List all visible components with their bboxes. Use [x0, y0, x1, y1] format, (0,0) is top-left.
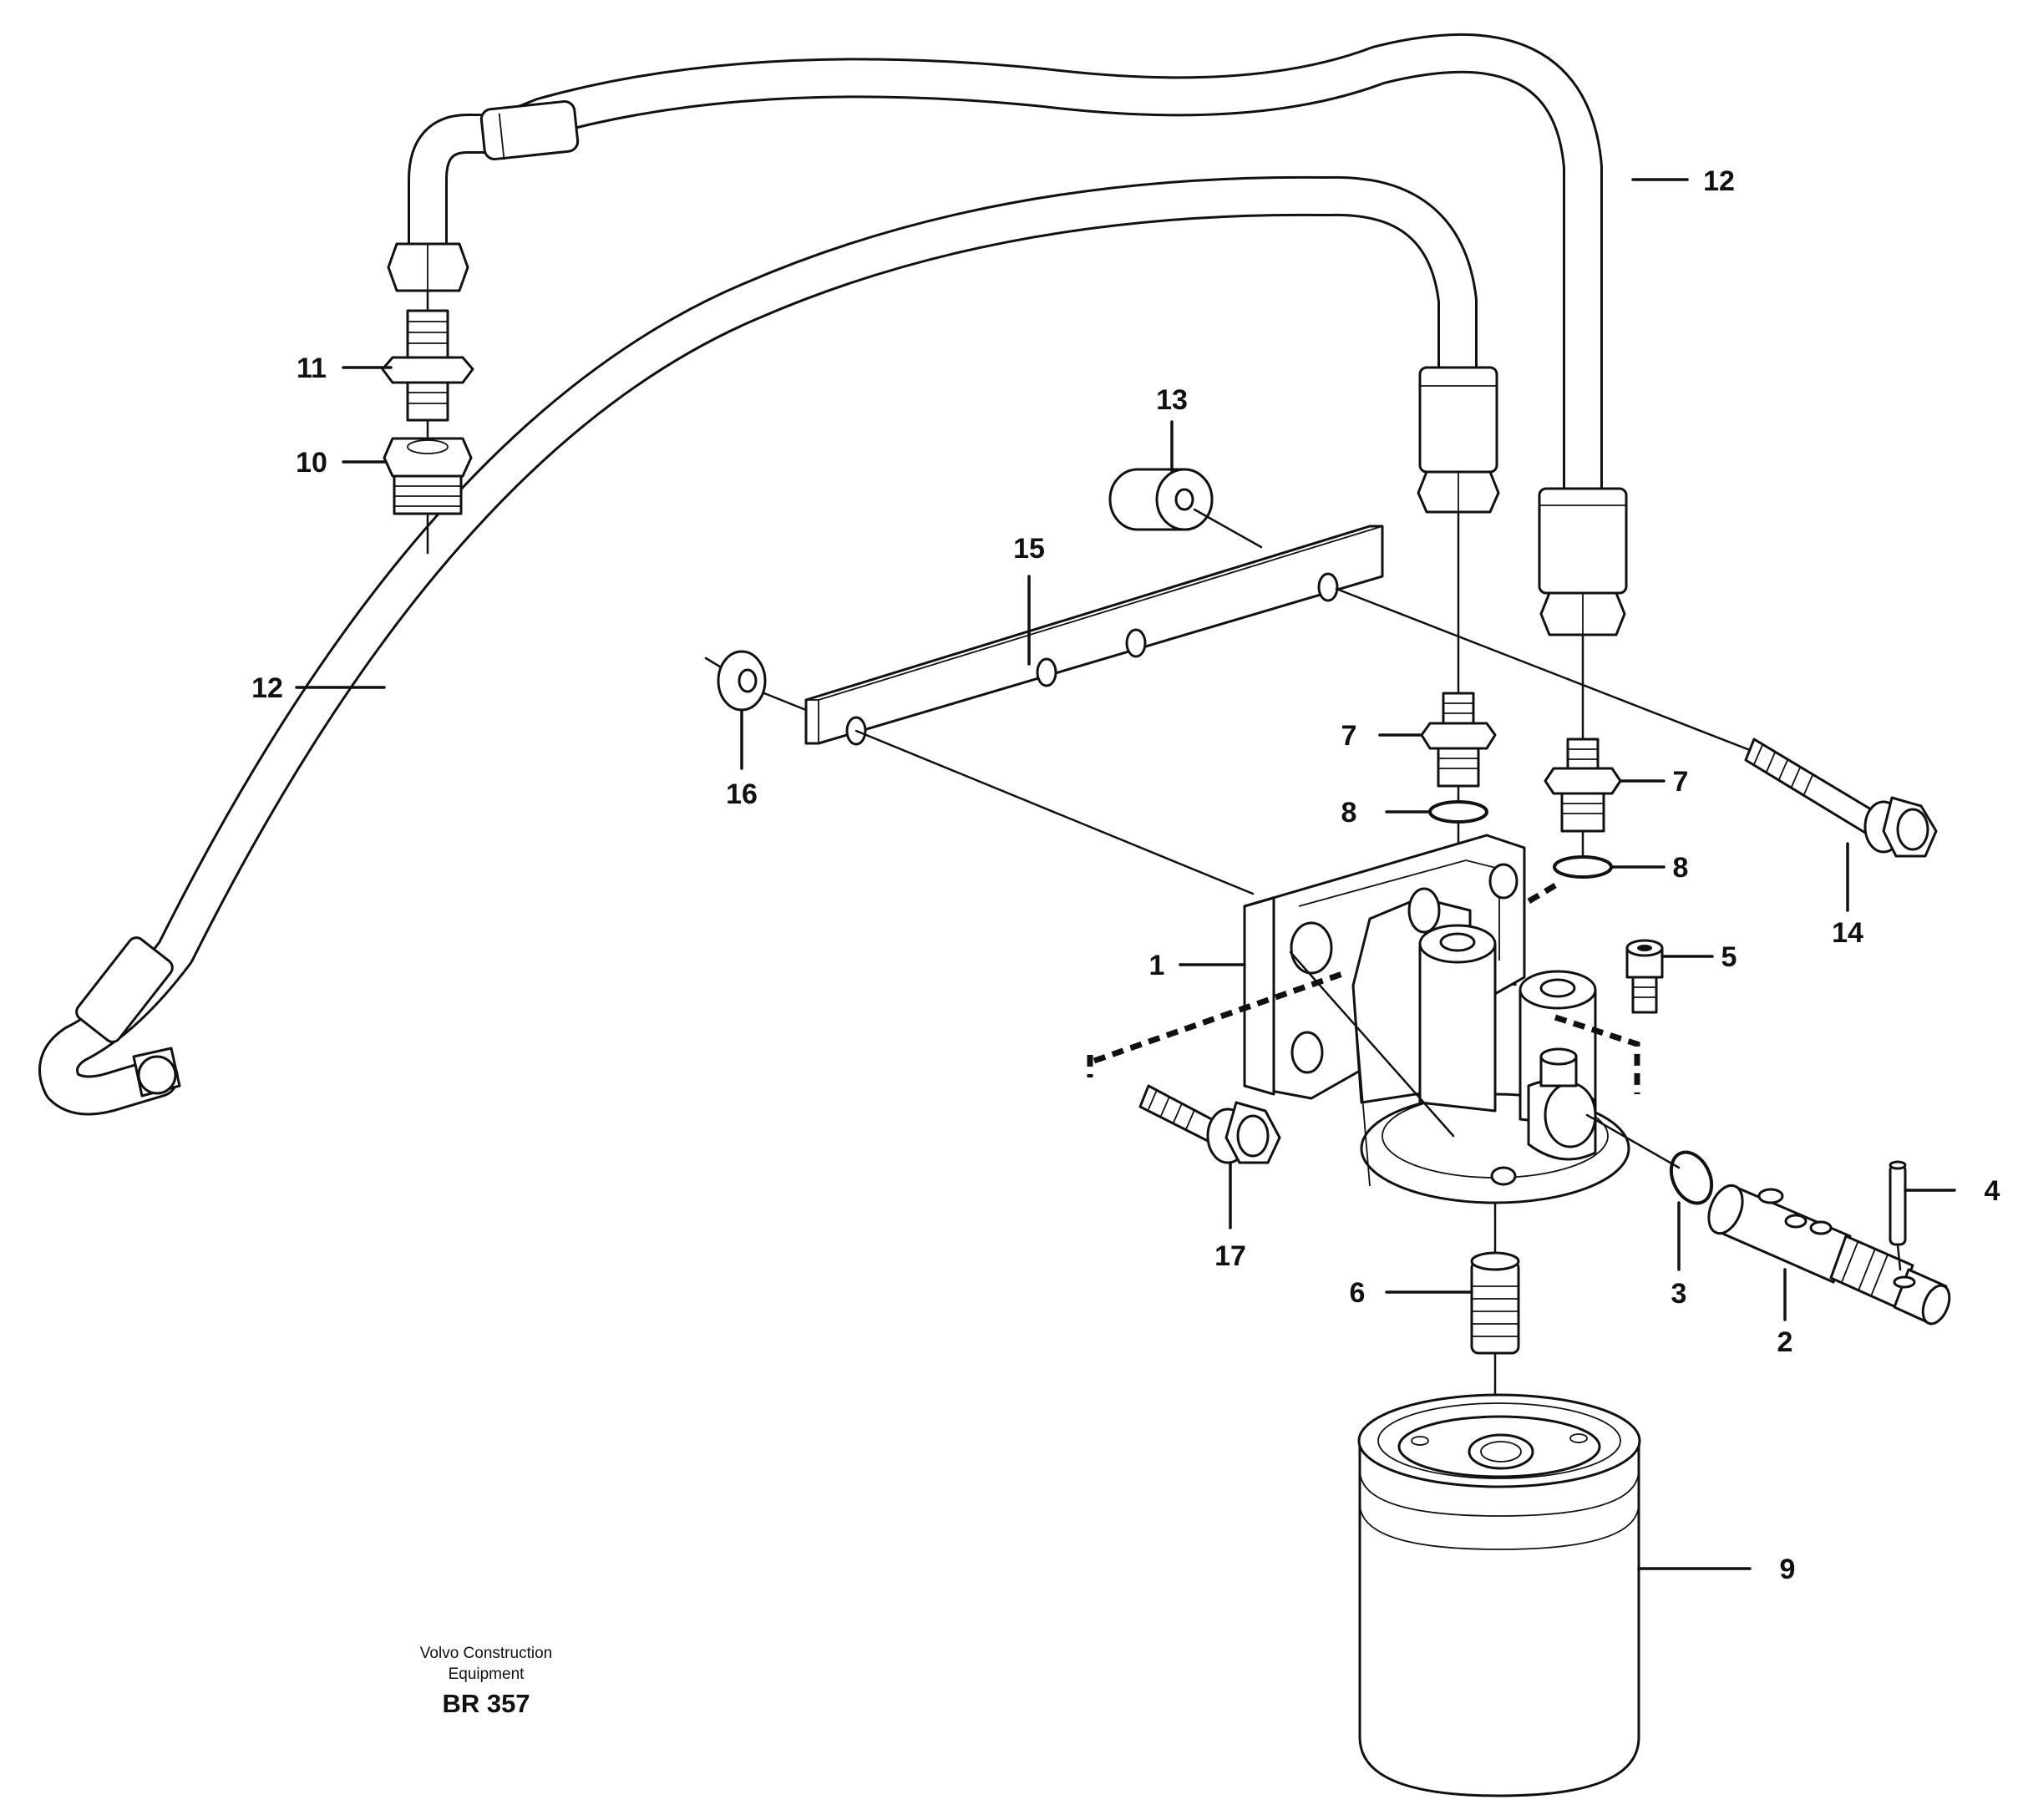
part-3-o-ring	[1585, 1113, 1714, 1205]
callout-10: 10	[296, 447, 327, 479]
callout-12-upper: 12	[1703, 165, 1735, 197]
part-2-valve	[1707, 1184, 1951, 1326]
part-8-o-ring-right	[1510, 829, 1613, 986]
part-9-oil-filter	[1357, 1393, 1641, 1797]
callout-labels: 12 11 10 13 12 15 16 7 7 8 8 14 5 1 4 17…	[251, 165, 2000, 1585]
callout-8-right: 8	[1673, 852, 1689, 884]
hose-lower-end-fitting	[1417, 366, 1500, 514]
callout-16: 16	[726, 778, 758, 810]
part-7-adapter-right	[1544, 633, 1622, 833]
part-1-filter-housing	[854, 729, 1630, 1204]
credit-line-2: Equipment	[449, 1665, 525, 1683]
part-13-spacer	[1108, 468, 1263, 549]
callout-1: 1	[1149, 950, 1165, 981]
credit-block: Volvo Construction Equipment BR 357	[420, 1645, 552, 1718]
part-16-washer	[704, 650, 808, 712]
callout-11: 11	[297, 352, 327, 384]
hose-lower	[38, 175, 1478, 1116]
callout-17: 17	[1214, 1240, 1246, 1272]
part-15-bracket	[804, 525, 1384, 746]
part-4-pin	[1889, 1160, 1907, 1271]
hose-upper	[408, 33, 1603, 509]
callout-4: 4	[1985, 1175, 2000, 1207]
callout-3: 3	[1671, 1278, 1687, 1310]
hose-upper-left-nut	[387, 242, 469, 292]
callout-5: 5	[1721, 941, 1737, 973]
drawing-number: BR 357	[442, 1689, 530, 1718]
callout-8-left: 8	[1341, 797, 1357, 829]
leader-lines	[295, 178, 1956, 1570]
part-17-bolt	[1138, 1084, 1281, 1164]
part-6-threaded-nipple	[1470, 1201, 1520, 1438]
part-5-screw	[1625, 939, 1664, 1014]
callout-14: 14	[1832, 917, 1863, 949]
credit-line-1: Volvo Construction	[420, 1645, 552, 1662]
callout-13: 13	[1156, 384, 1188, 416]
callout-12-lower: 12	[251, 672, 283, 704]
callout-7-right: 7	[1673, 766, 1689, 798]
callout-2: 2	[1777, 1326, 1793, 1358]
callout-7-left: 7	[1341, 720, 1357, 752]
part-7-adapter-left	[1420, 510, 1497, 788]
callout-9: 9	[1780, 1554, 1796, 1585]
callout-15: 15	[1013, 533, 1045, 565]
hose-upper-end-fitting	[1538, 487, 1628, 636]
part-10-union-nut	[383, 418, 473, 555]
callout-6: 6	[1350, 1277, 1366, 1309]
part-11-adapter	[381, 289, 474, 422]
part-14-bolt	[1335, 587, 1938, 858]
